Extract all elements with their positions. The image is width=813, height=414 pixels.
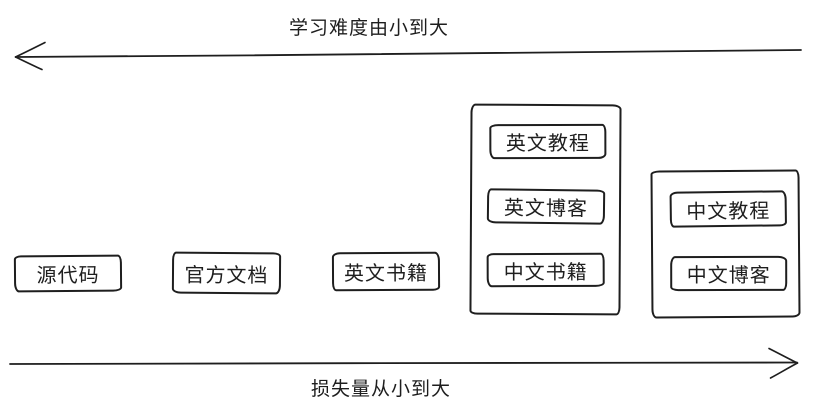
box-source-code: 源代码: [13, 254, 123, 293]
box-chinese-tutorials: 中文教程: [669, 190, 787, 228]
box-chinese-books-label: 中文书籍: [503, 261, 588, 284]
box-chinese-books: 中文书籍: [486, 252, 605, 288]
box-english-tutorials-label: 英文教程: [505, 132, 590, 156]
box-english-tutorials: 英文教程: [489, 123, 607, 160]
box-english-books: 英文书籍: [331, 251, 441, 292]
box-english-blogs: 英文博客: [486, 188, 606, 225]
box-source-code-label: 源代码: [36, 264, 100, 288]
box-official-docs: 官方文档: [171, 251, 282, 295]
box-chinese-blogs: 中文博客: [670, 255, 788, 292]
box-official-docs-label: 官方文档: [184, 264, 269, 287]
box-chinese-tutorials-label: 中文教程: [686, 199, 771, 223]
difficulty-axis-arrow: [14, 41, 802, 71]
group-english-resources: 英文教程 英文博客 中文书籍: [469, 103, 622, 316]
group-chinese-resources: 中文教程 中文博客: [650, 169, 801, 319]
box-english-blogs-label: 英文博客: [503, 197, 589, 221]
box-chinese-blogs-label: 中文博客: [686, 264, 771, 288]
difficulty-axis-label: 学习难度由小到大: [288, 18, 449, 39]
loss-axis-label: 损失量从小到大: [310, 379, 451, 400]
box-english-books-label: 英文书籍: [343, 262, 429, 286]
